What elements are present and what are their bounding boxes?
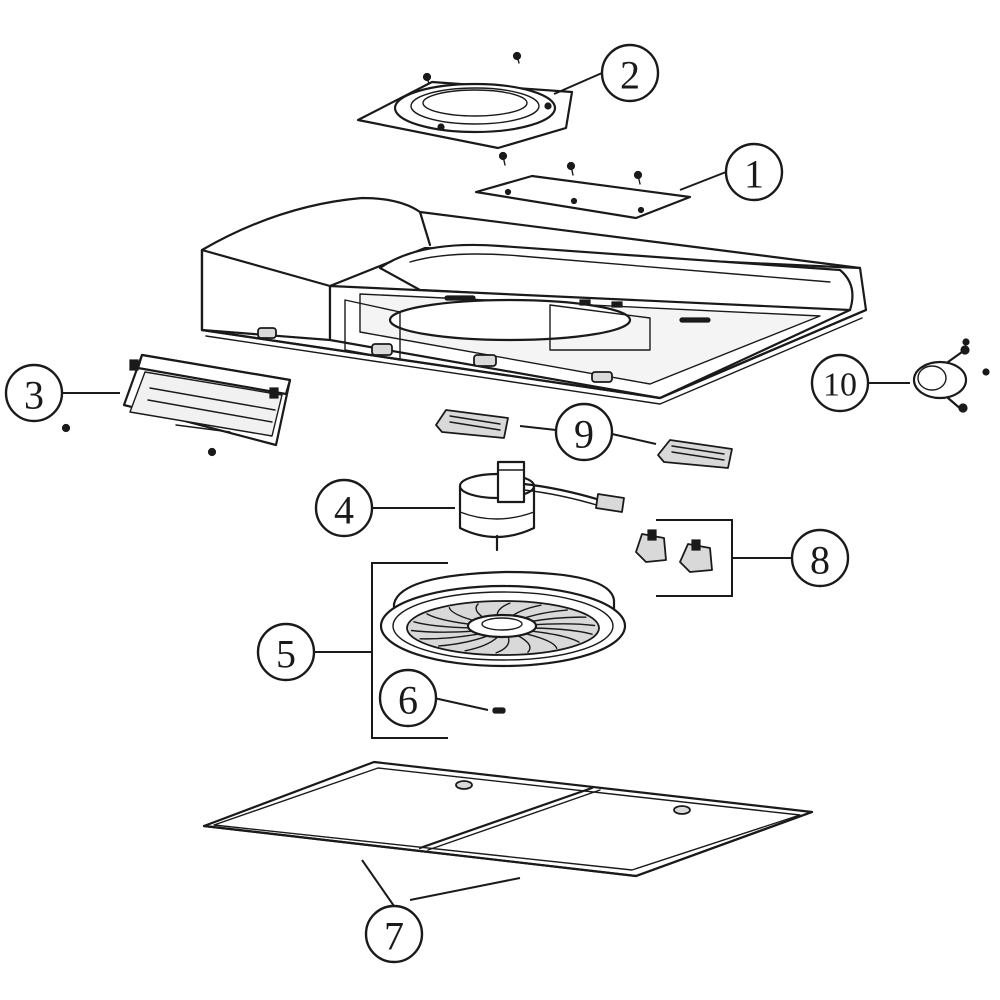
range-hood-body (200, 196, 868, 405)
callout-10: 10 (810, 353, 870, 413)
fan-blade (525, 633, 558, 649)
lamp-sockets (635, 529, 713, 573)
fan-blade (530, 623, 596, 627)
svg-text:2: 2 (620, 53, 640, 98)
svg-text:9: 9 (574, 412, 594, 457)
callout-9: 9 (554, 402, 614, 462)
fan-blade (438, 635, 489, 647)
callout-6: 6 (378, 668, 438, 728)
fan-blade (530, 630, 580, 643)
leader-lines (60, 72, 910, 907)
fan-blade (517, 635, 531, 653)
light-lens-right (657, 439, 733, 469)
blower-motor (458, 460, 625, 552)
svg-text:10: 10 (823, 367, 857, 404)
wiring-box (122, 353, 292, 447)
wiring-box-screws (61, 423, 217, 457)
grease-filters (202, 760, 814, 878)
svg-text:8: 8 (810, 538, 830, 583)
blower-wheel (379, 570, 627, 668)
duct-collar-plate (356, 80, 574, 150)
fan-blade (532, 627, 593, 635)
fan-blade (495, 636, 510, 654)
bracket-screws (498, 151, 643, 185)
set-screw (492, 707, 506, 714)
svg-text:3: 3 (24, 373, 44, 418)
callout-2: 2 (600, 43, 660, 103)
callout-7: 7 (364, 904, 424, 964)
svg-text:4: 4 (334, 488, 354, 533)
callout-3: 3 (4, 363, 64, 423)
collar-screws (422, 51, 522, 85)
svg-text:7: 7 (384, 914, 404, 959)
svg-text:5: 5 (276, 632, 296, 677)
callout-5: 5 (256, 622, 316, 682)
fan-blade (419, 633, 481, 640)
fan-blade (413, 621, 474, 629)
light-lens-left (435, 409, 509, 439)
callout-4: 4 (314, 478, 374, 538)
strain-relief-connector (912, 338, 990, 413)
svg-text:6: 6 (398, 678, 418, 723)
callout-8: 8 (790, 528, 850, 588)
mounting-bracket (474, 174, 692, 220)
callout-1: 1 (724, 142, 784, 202)
fan-blade (410, 629, 476, 633)
fan-blade (464, 636, 499, 652)
svg-text:1: 1 (744, 152, 764, 197)
